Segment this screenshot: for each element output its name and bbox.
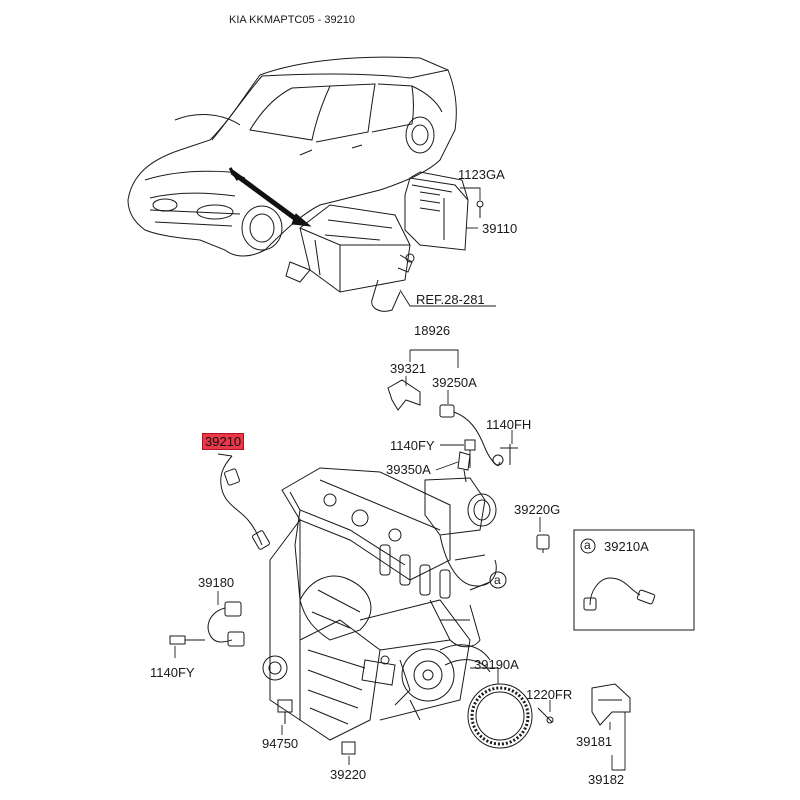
air-cleaner	[285, 204, 415, 312]
callout-marker-label: a	[494, 573, 501, 587]
part-label-1123GA: 1123GA	[458, 167, 505, 182]
callout-marker-a	[489, 571, 507, 589]
inset-marker-label: a	[584, 538, 591, 552]
diagram-title: KIA KKMAPTC05 - 39210	[229, 14, 355, 26]
reference-label: REF.28-281	[416, 292, 485, 307]
part-label-39220: 39220	[330, 767, 367, 782]
part-label-39350A: 39350A	[386, 462, 431, 477]
part-label-1140FY-top: 1140FY	[390, 438, 435, 453]
part-label-94750: 94750	[262, 736, 299, 751]
part-label-1140FY-bottom: 1140FY	[150, 665, 195, 680]
bracket-39321	[387, 379, 421, 411]
engine-assembly	[262, 467, 497, 741]
part-label-39182: 39182	[588, 772, 625, 787]
part-label-1220FR: 1220FR	[526, 687, 573, 702]
part-label-39210-highlighted[interactable]: 39210	[202, 433, 245, 450]
part-label-1140FH: 1140FH	[486, 417, 532, 432]
part-label-39321: 39321	[390, 361, 427, 376]
inset-part-label-39210A: 39210A	[604, 539, 649, 554]
ecu-module	[404, 171, 484, 251]
part-label-39220G: 39220G	[514, 502, 561, 517]
car-illustration	[127, 56, 457, 257]
part-label-39190A: 39190A	[474, 657, 519, 672]
sensor-wire-39210	[220, 455, 263, 546]
part-label-39250A: 39250A	[432, 375, 477, 390]
part-label-39110: 39110	[482, 221, 518, 236]
inset-box	[573, 529, 695, 631]
part-label-39180: 39180	[198, 575, 235, 590]
part-label-18926: 18926	[414, 323, 451, 338]
part-label-39181: 39181	[576, 734, 613, 749]
